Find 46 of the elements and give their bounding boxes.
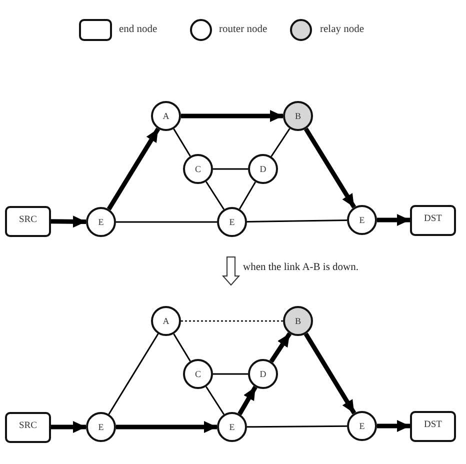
- annotation-text: when the link A-B is down.: [243, 261, 358, 275]
- router-node: E: [86, 207, 116, 237]
- link-line: [173, 333, 191, 362]
- arrow: [51, 421, 86, 433]
- arrow: [304, 128, 356, 208]
- router-node: E: [347, 411, 377, 441]
- router-node: C: [183, 154, 213, 184]
- router-node: D: [248, 154, 278, 184]
- legend-label: relay node: [320, 23, 364, 37]
- legend-label: end node: [119, 23, 158, 37]
- arrow: [50, 216, 86, 228]
- link-line: [205, 181, 225, 210]
- link-line: [247, 425, 347, 428]
- end-node: SRC: [5, 412, 51, 442]
- arrow: [116, 421, 217, 433]
- link-line: [246, 219, 348, 223]
- relay-node: B: [283, 306, 313, 336]
- arrow: [269, 332, 292, 363]
- dotted-line: [181, 320, 283, 322]
- link-line: [238, 182, 256, 210]
- arrow: [377, 420, 410, 432]
- link-line: [116, 221, 217, 223]
- link-line: [205, 386, 225, 415]
- link-line: [270, 128, 290, 157]
- router-node: E: [347, 205, 377, 235]
- router-node: D: [248, 359, 278, 389]
- relay-node: B: [283, 101, 313, 131]
- router-node: E: [217, 207, 247, 237]
- router-node: E: [217, 412, 247, 442]
- link-line: [213, 373, 248, 375]
- legend-label: router node: [219, 23, 268, 37]
- link-line: [173, 128, 191, 157]
- end-node: DST: [410, 204, 456, 236]
- router-node: E: [86, 412, 116, 442]
- end-node: DST: [410, 410, 456, 442]
- link-line: [108, 333, 159, 415]
- link-line: [213, 168, 248, 170]
- end-node: SRC: [5, 206, 51, 236]
- arrow: [377, 214, 410, 226]
- router-node: A: [151, 306, 181, 336]
- arrow: [181, 110, 283, 122]
- arrow: [106, 128, 160, 210]
- router-node: A: [151, 101, 181, 131]
- router-node: C: [183, 359, 213, 389]
- arrow: [304, 332, 356, 414]
- arrow: [238, 386, 258, 416]
